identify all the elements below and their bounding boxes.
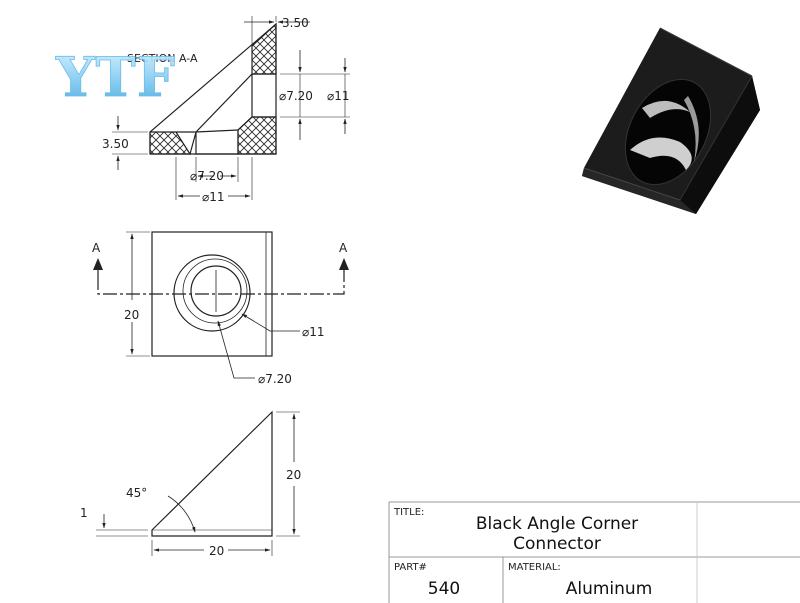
material-label: MATERIAL: [508, 562, 561, 573]
cut-label-right: A [339, 241, 348, 255]
front-outer-circle [173, 254, 251, 332]
watermark-logo: YTF [55, 45, 176, 109]
material-value: Aluminum [566, 579, 653, 599]
front-view [93, 231, 349, 379]
dim-bore-bottom: ⌀7.20 [190, 169, 224, 183]
section-hatch-top [251, 22, 277, 75]
cut-label-left: A [92, 241, 101, 255]
dim-front-bore: ⌀7.20 [258, 372, 292, 386]
cut-arrow-right [339, 258, 349, 270]
front-bore-circle [190, 265, 242, 317]
dim-side-width: 20 [209, 544, 224, 558]
dim-top-thickness: 3.50 [282, 16, 309, 30]
dim-front-height: 20 [124, 308, 139, 322]
dim-bore-right: ⌀7.20 [279, 89, 313, 103]
section-label: SECTION A-A [127, 52, 198, 65]
side-view [96, 410, 300, 556]
section-bore-edge [195, 129, 239, 133]
dim-outer-right: ⌀11 [327, 89, 350, 103]
dim-left-thickness: 3.50 [102, 137, 129, 151]
side-triangle [151, 410, 273, 537]
dim-side-thickness: 1 [80, 506, 88, 520]
title-block [388, 501, 800, 603]
dim-outer-bottom: ⌀11 [202, 190, 225, 204]
dim-side-height: 20 [286, 468, 301, 482]
cutting-plane-line [97, 276, 345, 295]
part-label: PART# [394, 562, 427, 573]
title-line-1: Black Angle Corner [476, 514, 638, 534]
isometric-part-render [582, 27, 760, 214]
title-label: TITLE: [393, 507, 424, 518]
section-bore-profile [176, 73, 276, 133]
dim-side-angle: 45° [126, 486, 147, 500]
front-mid-circle [182, 258, 248, 324]
section-hatch-bottom-left [149, 131, 192, 155]
dim-front-outer: ⌀11 [302, 325, 325, 339]
section-view [112, 16, 350, 200]
title-line-2: Connector [513, 534, 601, 554]
cut-arrow-left [93, 258, 103, 270]
part-value: 540 [428, 579, 460, 599]
section-hatch-right [237, 116, 277, 155]
